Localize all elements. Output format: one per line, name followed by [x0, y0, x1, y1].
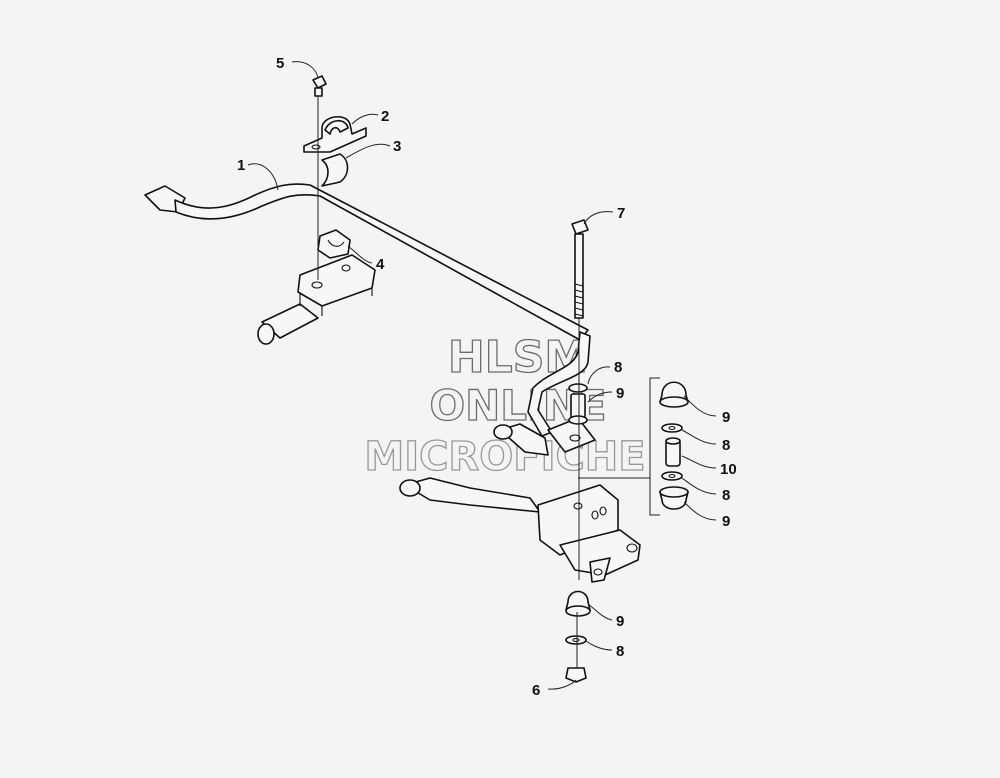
link-stack-upper: [568, 383, 588, 425]
exploded-link-stack: [578, 377, 689, 516]
callout-9-lower: 9: [616, 613, 624, 630]
callout-2: 2: [381, 108, 389, 125]
callout-5: 5: [276, 55, 284, 72]
lower-a-arm: [399, 423, 641, 583]
stabilizer-bar: [144, 183, 596, 453]
callout-1: 1: [237, 157, 245, 174]
leader-lines: [247, 61, 717, 690]
watermark-line3: MICROFICHE: [364, 434, 645, 480]
callout-8-upper: 8: [614, 359, 622, 376]
left-frame-bracket: [257, 254, 376, 345]
callout-3: 3: [393, 138, 401, 155]
callout-10: 10: [720, 461, 737, 478]
clamp-assembly: [303, 75, 367, 259]
link-stack-lower: [565, 590, 591, 683]
callout-labels: 1 2 3 4 5 6 7 8 9 9 8 10 8 9 9 8: [237, 55, 737, 699]
callout-8-stack-top: 8: [722, 437, 730, 454]
callout-8-lower: 8: [616, 643, 624, 660]
callout-9-stack-top: 9: [722, 409, 730, 426]
long-bolt: [571, 219, 589, 319]
callout-9-upper: 9: [616, 385, 624, 402]
assembly-axes: [317, 96, 580, 668]
callout-6: 6: [532, 682, 540, 699]
callout-8-stack-bottom: 8: [722, 487, 730, 504]
callout-9-stack-bottom: 9: [722, 513, 730, 530]
callout-7: 7: [617, 205, 625, 222]
callout-4: 4: [376, 256, 385, 273]
watermark: HLSM ONLINE MICROFICHE: [364, 331, 647, 480]
